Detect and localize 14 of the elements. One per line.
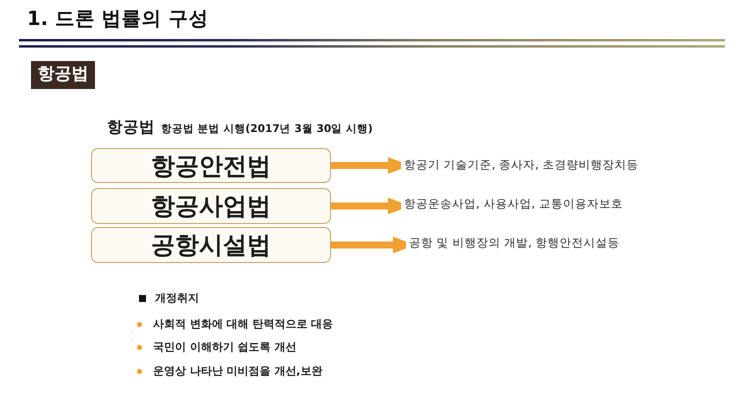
page-title: 1. 드론 법률의 구성	[27, 6, 208, 32]
description-text: 항공기 기술기준, 종사자, 초경량비행장치등	[404, 158, 639, 172]
description-text: 공항 및 비행장의 개발, 항행안전시설등	[409, 236, 620, 250]
list-item: 사회적 변화에 대해 탄력적으로 대응	[153, 317, 334, 331]
law-box: 공항시설법	[91, 227, 331, 263]
description-text: 항공운송사업, 사용사업, 교통이용자보호	[404, 196, 623, 212]
heading-note: 항공법 분법 시행(2017년 3월 30일 시행)	[161, 123, 373, 136]
law-box: 항공안전법	[91, 148, 331, 183]
section-tag: 항공법	[31, 61, 95, 89]
section-heading: 항공법	[107, 118, 155, 138]
law-box: 항공사업법	[91, 188, 331, 224]
list-item: 국민이 이해하기 쉽도록 개선	[153, 340, 296, 354]
list-item: 운영상 나타난 미비점을 개선,보완	[153, 364, 322, 378]
list-heading: 개정취지	[155, 291, 199, 305]
